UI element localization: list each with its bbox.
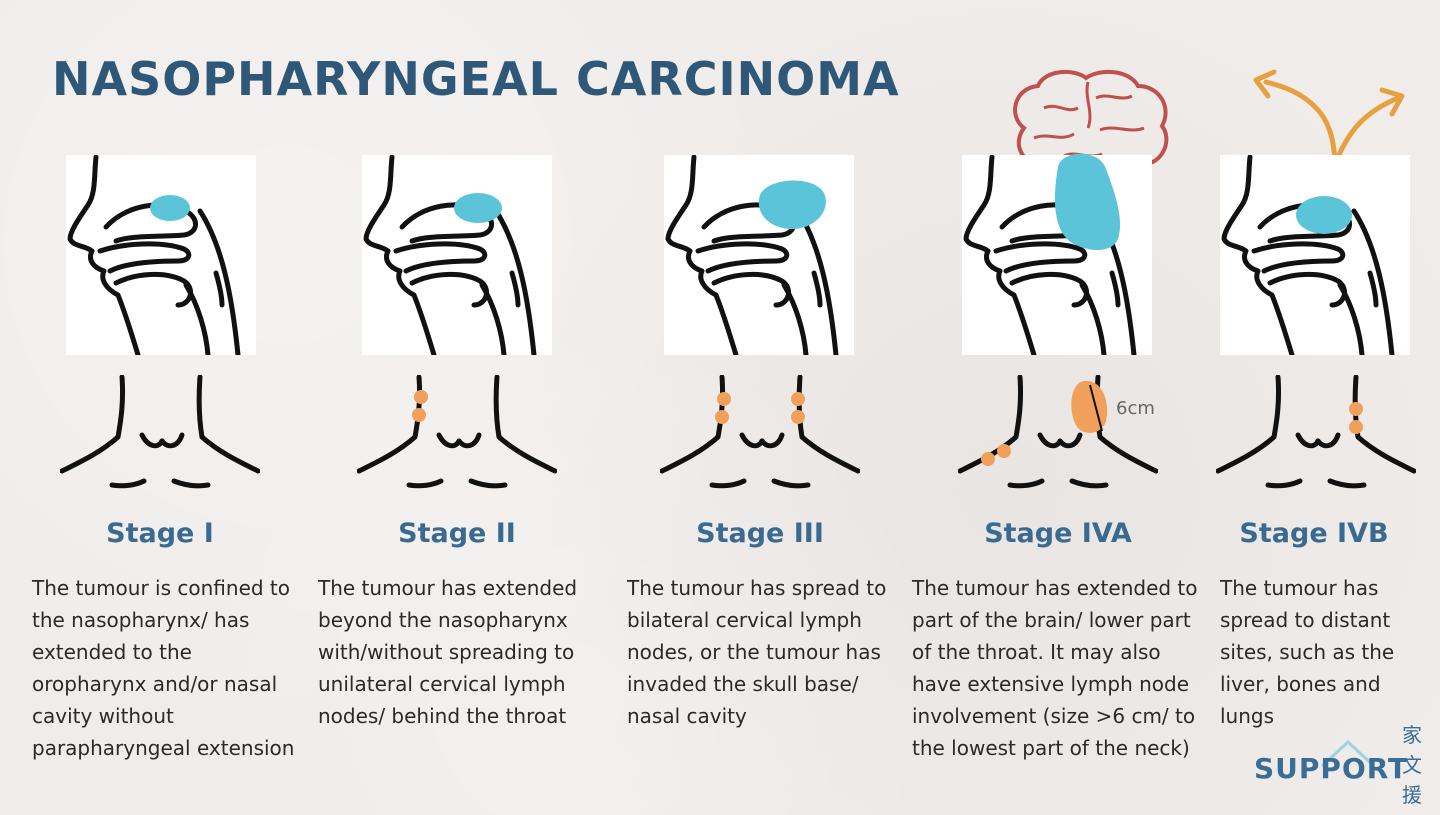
tumour-stage-1 [150, 195, 190, 221]
neck-illustration-stage-4b [1216, 375, 1416, 495]
stage-description-1: The tumour is confined to the nasopharyn… [32, 576, 295, 760]
lymph-node [791, 410, 805, 424]
size-annotation: 6cm [1116, 398, 1155, 419]
lymph-node [1349, 420, 1363, 434]
lymph-node [414, 390, 428, 404]
logo-cjk-text: 家文援 [1402, 723, 1422, 807]
stage-description-4a: The tumour has extended to part of the b… [912, 576, 1198, 760]
lymph-node [715, 410, 729, 424]
tumour-stage-4a [1054, 153, 1121, 251]
neck-illustration-stage-2 [357, 375, 557, 495]
neck-illustration-stage-1 [60, 375, 260, 495]
lymph-node [1349, 402, 1363, 416]
stage-label-3: Stage III [696, 518, 824, 549]
stage-description-2: The tumour has extended beyond the nasop… [318, 576, 578, 728]
head-illustration-stage-4b [1220, 155, 1410, 355]
stage-label-4b: Stage IVB [1239, 518, 1389, 549]
logo-house-icon [1320, 739, 1376, 768]
tumour-stage-3 [758, 180, 826, 229]
stage-label-2: Stage II [398, 518, 516, 549]
lymph-node [412, 408, 426, 422]
head-illustration-stage-3 [664, 155, 854, 355]
page-title: NASOPHARYNGEAL CARCINOMA [52, 52, 900, 106]
lymph-node [981, 452, 995, 466]
stage-label-4a: Stage IVA [984, 518, 1132, 549]
lymph-node [997, 444, 1011, 458]
stage-description-4b: The tumour has spread to distant sites, … [1220, 576, 1395, 728]
head-illustration-stage-2 [362, 155, 552, 355]
neck-illustration-stage-3 [660, 375, 860, 495]
neck-illustration-stage-4a [958, 375, 1158, 495]
head-illustration-stage-4a [962, 153, 1152, 355]
lymph-node [791, 392, 805, 406]
head-illustration-stage-1 [66, 155, 256, 355]
stage-description-3: The tumour has spread to bilateral cervi… [627, 576, 887, 728]
large-lymph-node [1071, 380, 1108, 433]
tumour-stage-4b [1296, 196, 1352, 234]
lymph-node [717, 392, 731, 406]
logo-text: SUPPORT [1254, 752, 1409, 785]
tumour-stage-2 [454, 193, 502, 223]
stage-label-1: Stage I [106, 518, 214, 549]
